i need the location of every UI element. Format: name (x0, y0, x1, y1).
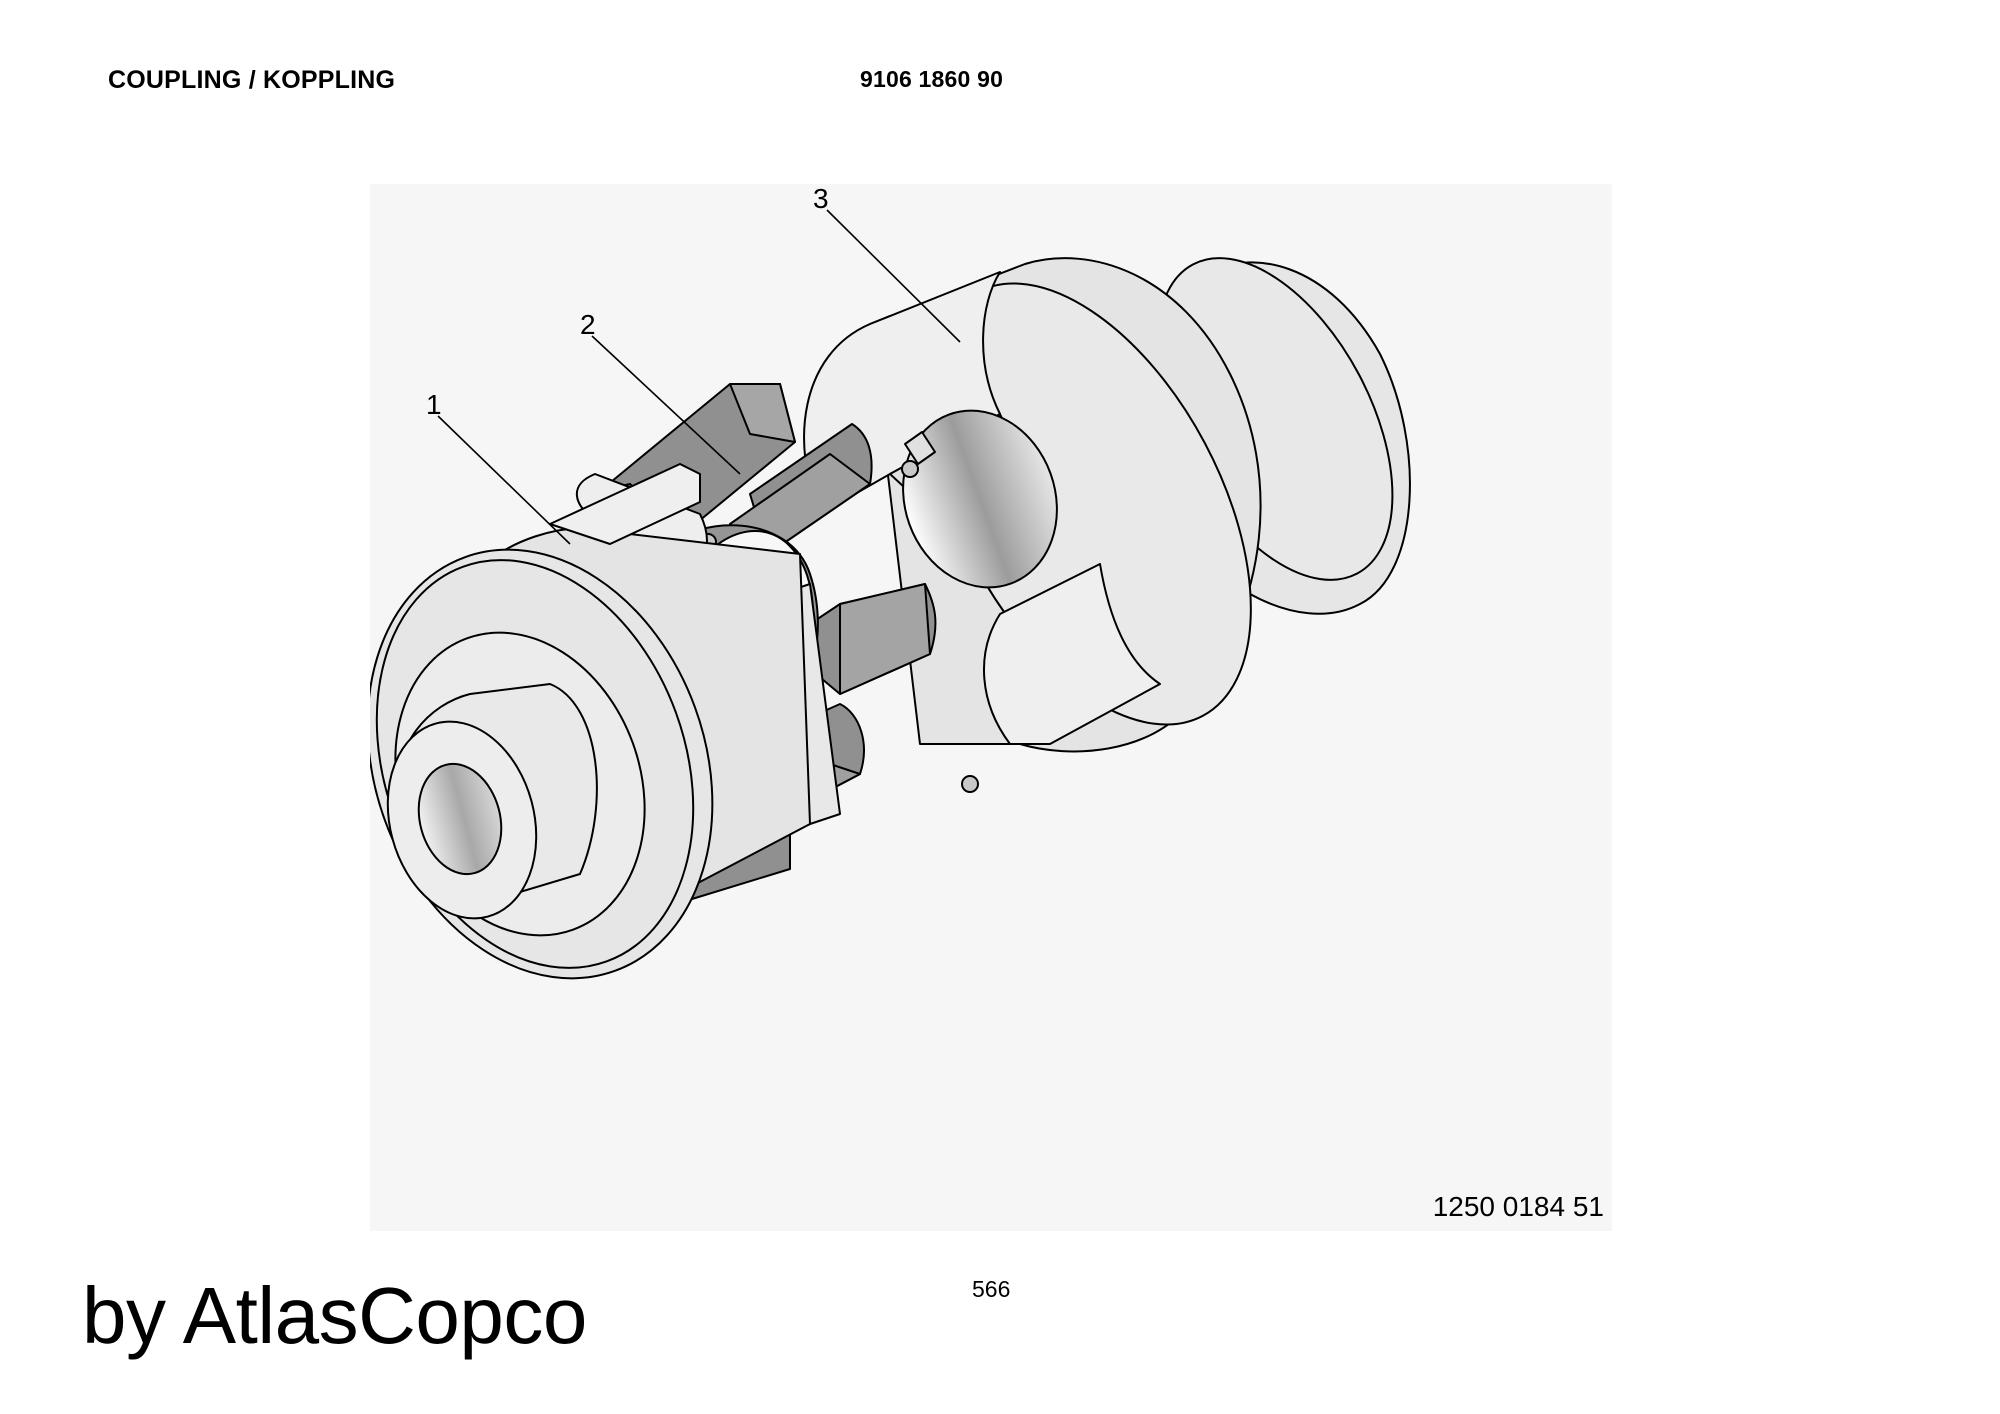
part-number: 9106 1860 90 (860, 66, 1004, 92)
drawing-number: 1250 0184 51 (1432, 1191, 1604, 1222)
page-title: COUPLING / KOPPLING (108, 66, 396, 94)
leader-line-1 (437, 415, 571, 545)
hub-3 (803, 257, 1411, 753)
coupling-drawing: 1 2 3 (370, 184, 1411, 980)
callout-3: 3 (813, 184, 829, 214)
exploded-view-figure: 1 2 3 1250 0184 51 (370, 184, 1612, 1231)
leader-line-2 (591, 335, 741, 475)
page-number: 566 (972, 1276, 1011, 1302)
callout-2: 2 (580, 309, 596, 340)
leader-line-3 (826, 209, 961, 343)
atlascopco-watermark: by AtlasCopco (82, 1271, 587, 1360)
hub-1 (370, 463, 841, 980)
callout-1: 1 (426, 389, 442, 420)
